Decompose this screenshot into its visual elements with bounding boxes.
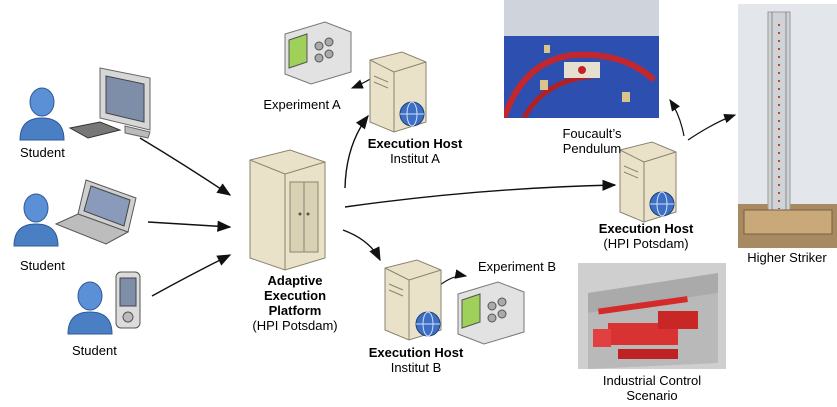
- server-icon: [249, 149, 326, 271]
- higher-striker-photo: [738, 4, 837, 248]
- higher-striker-label: Higher Striker: [747, 250, 827, 265]
- arrow-platform-hostA: [344, 114, 369, 189]
- experiment-a-label: Experiment A: [263, 97, 341, 112]
- lab-instrument-icon: [457, 281, 525, 345]
- pendulum-label-line1: Foucault’s: [562, 126, 622, 141]
- foucault-pendulum-photo: [504, 0, 659, 118]
- globe-icon: [399, 101, 425, 127]
- arrow-platform-hostHPI: [344, 179, 617, 208]
- user-icon: [67, 281, 113, 335]
- platform-title-line2: Execution: [263, 288, 327, 303]
- globe-icon: [415, 311, 441, 337]
- lab-instrument-icon: [284, 21, 352, 85]
- desktop-computer-icon: [68, 67, 151, 139]
- arrow-hpi-pendulum: [669, 99, 685, 137]
- industrial-label-line2: Scenario: [626, 388, 678, 403]
- experiment-b-label: Experiment B: [477, 259, 557, 274]
- arrow-student2-platform: [147, 220, 232, 232]
- arrow-hpi-striker: [687, 114, 737, 141]
- arrow-student1-platform: [139, 137, 232, 196]
- user-icon: [19, 87, 65, 141]
- student-label-2: Student: [20, 258, 65, 273]
- laptop-icon: [54, 179, 137, 245]
- industrial-label-line1: Industrial Control: [602, 373, 702, 388]
- host-b-title: Execution Host: [368, 345, 464, 360]
- host-b-subtitle: Institut B: [390, 360, 442, 375]
- globe-icon: [649, 191, 675, 217]
- platform-subtitle: (HPI Potsdam): [252, 318, 338, 333]
- platform-title-line1: Adaptive: [267, 273, 323, 288]
- student-label-1: Student: [20, 145, 65, 160]
- pda-icon: [115, 271, 141, 329]
- user-icon: [13, 193, 59, 247]
- host-hpi-title: Execution Host: [598, 221, 694, 236]
- arrow-hostB-expB: [439, 269, 468, 286]
- host-a-title: Execution Host: [367, 136, 463, 151]
- arrow-student3-platform: [151, 254, 232, 297]
- arrow-platform-hostB: [342, 229, 381, 262]
- host-a-subtitle: Institut A: [390, 151, 440, 166]
- pendulum-label-line2: Pendulum: [562, 141, 622, 156]
- host-hpi-subtitle: (HPI Potsdam): [603, 236, 689, 251]
- student-label-3: Student: [72, 343, 117, 358]
- industrial-control-photo: [578, 263, 726, 369]
- platform-title-line3: Platform: [268, 303, 322, 318]
